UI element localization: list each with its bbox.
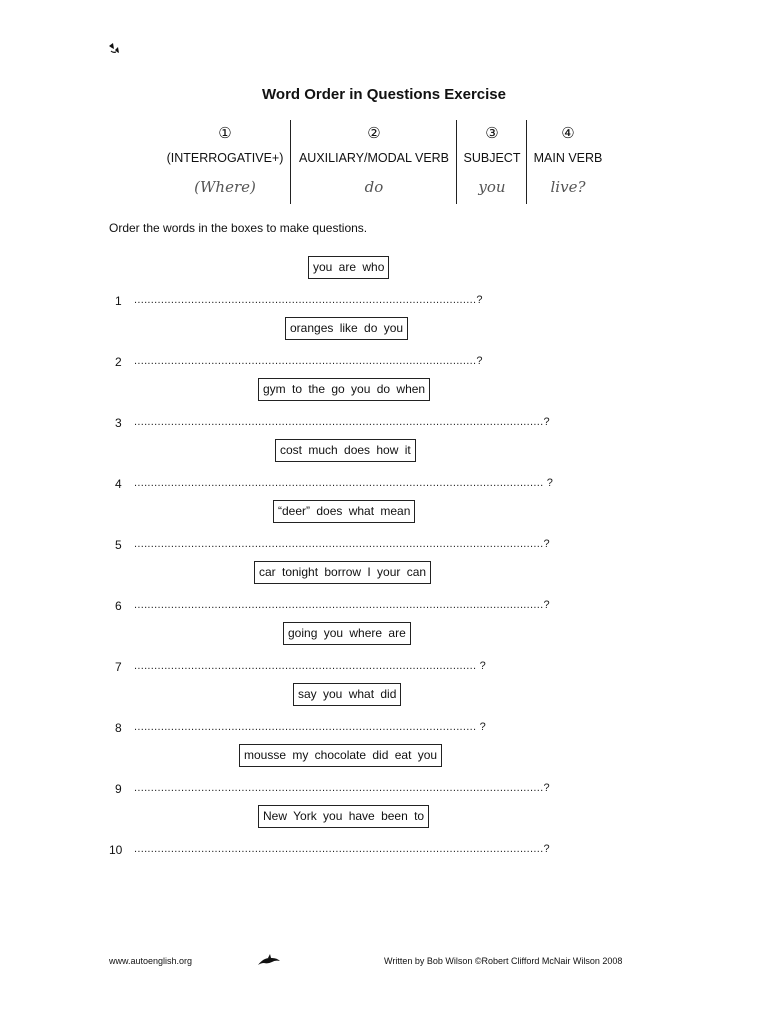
answer-line[interactable]: ........................................… [134,782,550,794]
item-number: 1 [115,294,122,308]
item-number: 7 [115,660,122,674]
item-number: 8 [115,721,122,735]
exercise-item: gym to the go you do when 3 ............… [0,378,768,438]
column-subject: ③ SUBJECT you [458,118,526,204]
column-main-verb: ④ MAIN VERB live? [528,118,608,204]
word-box: New York you have been to [258,805,430,828]
exercise-item: mousse my chocolate did eat you 9 ......… [0,744,768,804]
word-box: say you what did [293,683,402,706]
item-number: 9 [115,782,122,796]
answer-line[interactable]: ........................................… [134,477,554,489]
bird-logo-icon [109,43,119,53]
instructions: Order the words in the boxes to make que… [109,221,368,235]
answer-line[interactable]: ........................................… [134,294,483,306]
footer-credit: Written by Bob Wilson ©Robert Clifford M… [384,956,623,966]
word-box: gym to the go you do when [258,378,431,401]
column-number: ② [367,125,381,142]
column-label: AUXILIARY/MODAL VERB [298,151,450,165]
answer-line[interactable]: ........................................… [134,355,483,367]
column-example: you [478,178,506,196]
word-box: car tonight borrow I your can [254,561,432,584]
answer-line[interactable]: ........................................… [134,538,550,550]
column-number: ④ [561,125,575,142]
answer-line[interactable]: ........................................… [134,660,487,672]
word-box: oranges like do you [285,317,409,340]
footer-website[interactable]: www.autoenglish.org [109,956,193,966]
item-number: 6 [115,599,122,613]
item-number: 4 [115,477,122,491]
item-number: 5 [115,538,122,552]
answer-line[interactable]: ........................................… [134,599,550,611]
exercise-item: oranges like do you 2 ..................… [0,317,768,377]
answer-line[interactable]: ........................................… [134,416,550,428]
exercise-item: you are who 1 ..........................… [0,256,768,316]
exercise-item: car tonight borrow I your can 6 ........… [0,561,768,621]
column-example: (Where) [194,178,256,196]
word-box: mousse my chocolate did eat you [239,744,443,767]
answer-line[interactable]: ........................................… [134,721,487,733]
column-example: live? [550,178,586,196]
dolphin-logo-icon [258,954,280,965]
answer-line[interactable]: ........................................… [134,843,550,855]
column-example: do [364,178,384,196]
item-number: 2 [115,355,122,369]
column-auxiliary: ② AUXILIARY/MODAL VERB do [292,118,456,204]
column-number: ③ [485,125,499,142]
column-divider [290,120,291,204]
page-title: Word Order in Questions Exercise [262,86,506,103]
column-label: MAIN VERB [533,151,603,165]
exercise-item: cost much does how it 4 ................… [0,439,768,499]
exercise-item: “deer” does what mean 5 ................… [0,500,768,560]
word-box: cost much does how it [275,439,416,462]
column-divider [456,120,457,204]
exercise-item: New York you have been to 10 ...........… [0,805,768,865]
word-box: you are who [308,256,390,279]
column-number: ① [218,125,232,142]
exercise-item: say you what did 8 .....................… [0,683,768,743]
exercise-item: going you where are 7 ..................… [0,622,768,682]
column-divider [526,120,527,204]
column-label: (INTERROGATIVE+) [166,151,284,165]
column-label: SUBJECT [463,151,521,165]
word-box: going you where are [283,622,411,645]
item-number: 3 [115,416,122,430]
item-number: 10 [109,843,123,857]
word-box: “deer” does what mean [273,500,416,523]
column-interrogative: ① (INTERROGATIVE+) (Where) [160,118,290,204]
